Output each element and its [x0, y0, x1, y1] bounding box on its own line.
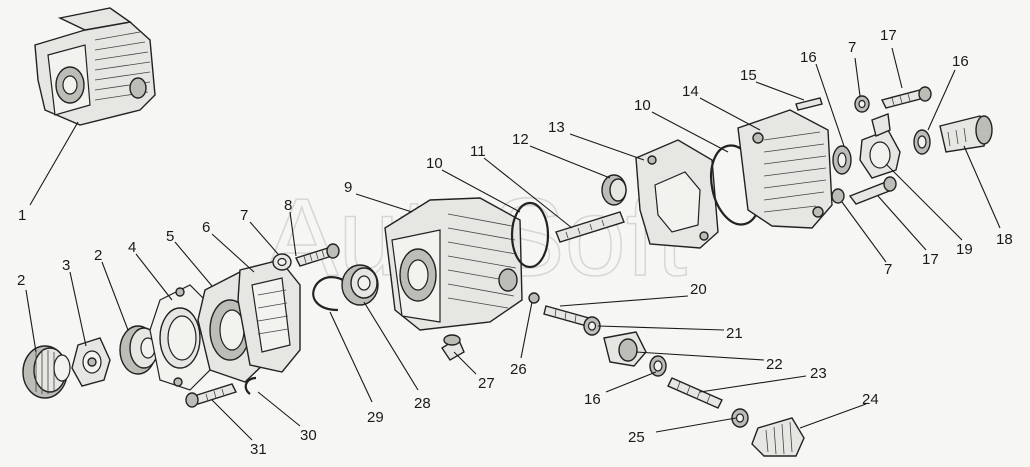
leader-lines	[25, 47, 1001, 441]
callout-19: 19	[956, 241, 973, 258]
part-16-ring-right	[913, 129, 931, 155]
callout-18: 18	[996, 231, 1013, 248]
callout-16: 16	[584, 391, 601, 408]
callout-11: 11	[470, 143, 486, 160]
part-31-bolt	[185, 383, 237, 408]
callout-28: 28	[414, 395, 431, 412]
part-30-ring	[244, 376, 257, 395]
part-27-fitting	[441, 334, 465, 361]
callout-12: 12	[512, 131, 529, 148]
callout-20: 20	[690, 281, 707, 298]
callout-14: 14	[682, 83, 699, 100]
callout-5: 5	[166, 228, 174, 245]
part-3-spline-coupling	[71, 337, 111, 387]
callout-8: 8	[284, 197, 292, 214]
part-25-ring	[731, 408, 749, 428]
callout-3: 3	[62, 257, 70, 274]
callout-13: 13	[548, 119, 565, 136]
part-17-bolt-top	[880, 86, 932, 109]
part-23-spring	[667, 377, 723, 409]
callout-24: 24	[862, 391, 879, 408]
callout-16: 16	[952, 53, 969, 70]
part-10-seal-ring-left	[510, 201, 550, 269]
callout-2: 2	[17, 272, 25, 289]
callout-10: 10	[634, 97, 651, 114]
callout-labels: 1 2 3 2 4 5 6 7 8 9 10 11 12 13 10 14 15…	[17, 27, 1013, 458]
part-9-main-housing	[384, 197, 523, 331]
callout-16: 16	[800, 49, 817, 66]
part-16-ring-lower	[649, 355, 667, 377]
part-19-banjo-fitting	[859, 113, 901, 179]
part-18-union-bolt	[939, 115, 993, 153]
part-4-flange-gasket	[149, 284, 211, 391]
callout-6: 6	[202, 219, 210, 236]
callout-1: 1	[18, 207, 26, 224]
callout-9: 9	[344, 179, 352, 196]
part-7-washer-low	[831, 188, 845, 204]
callout-29: 29	[367, 409, 384, 426]
callout-22: 22	[766, 356, 783, 373]
callout-17: 17	[922, 251, 939, 268]
callout-30: 30	[300, 427, 317, 444]
part-26-ball	[528, 292, 540, 304]
part-22-valve	[603, 331, 647, 367]
part-16-ring-upper	[832, 145, 852, 175]
part-24-cap-nut	[751, 417, 805, 457]
callout-7: 7	[240, 207, 248, 224]
part-21-washer	[583, 316, 601, 336]
part-29-snap-ring	[312, 276, 347, 312]
part-28-bearing	[341, 264, 379, 306]
callout-2: 2	[94, 247, 102, 264]
part-13-bushing-plate	[635, 139, 719, 249]
part-6-cover-plate	[237, 259, 301, 373]
part-1-pump-assembly	[34, 7, 156, 126]
callout-4: 4	[128, 239, 136, 256]
callout-26: 26	[510, 361, 527, 378]
part-14-rear-cover	[737, 109, 833, 229]
callout-7: 7	[848, 39, 856, 56]
part-8-bolt	[295, 243, 340, 267]
part-11-gear-shaft	[555, 211, 625, 243]
callout-23: 23	[810, 365, 827, 382]
part-2-nut-left	[22, 345, 71, 399]
callout-25: 25	[628, 429, 645, 446]
part-12-gear	[601, 174, 627, 206]
callout-10: 10	[426, 155, 443, 172]
part-7-washer-left	[272, 253, 292, 271]
callout-17: 17	[880, 27, 897, 44]
part-17-bolt-low	[848, 176, 897, 205]
callout-31: 31	[250, 441, 267, 458]
callout-15: 15	[740, 67, 757, 84]
callout-21: 21	[726, 325, 743, 342]
callout-27: 27	[478, 375, 495, 392]
part-15-pin	[795, 97, 823, 111]
callout-7: 7	[884, 261, 892, 278]
part-7-washer-top	[854, 95, 870, 113]
